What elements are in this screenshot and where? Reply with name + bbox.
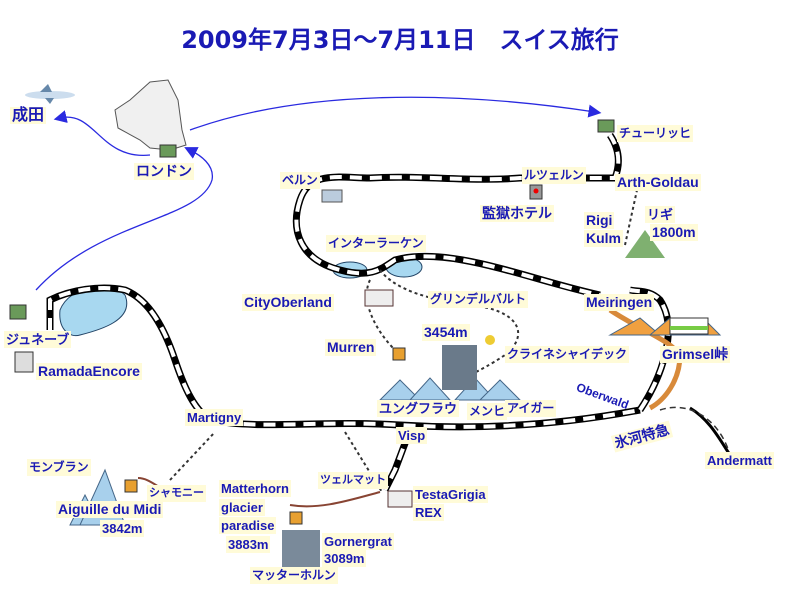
- church-icon: [321, 189, 343, 203]
- label-matterhorn: Matterhorn: [219, 480, 291, 497]
- label-monch: メンヒ: [467, 403, 508, 420]
- rigi-mountain-icon: [625, 230, 665, 258]
- label-paradise: paradise: [219, 517, 277, 534]
- label-bern: ベルン: [280, 172, 320, 189]
- label-meiringen: Meiringen: [584, 294, 655, 311]
- label-gornergrat: Gornergrat: [322, 533, 394, 550]
- label-rigi-jp: リギ: [645, 206, 676, 223]
- label-altitude-3842: 3842m: [100, 520, 145, 537]
- label-interlaken: インターラーケン: [326, 235, 426, 252]
- label-kulm: Kulm: [584, 230, 623, 247]
- label-martigny: Martigny: [185, 409, 244, 426]
- label-grindelwald: グリンデルバルト: [428, 291, 529, 308]
- label-eiger: アイガー: [505, 400, 557, 417]
- airport-icons: [9, 119, 615, 320]
- flight-routes: [35, 96, 602, 291]
- label-rex: REX: [413, 504, 444, 521]
- label-zermatt: ツェルマット: [318, 472, 388, 489]
- cable-car-icons: [124, 347, 406, 525]
- city-oberland-hotel-icon: [364, 289, 394, 307]
- label-glacier: glacier: [219, 499, 265, 516]
- label-luzern: ルツェルン: [522, 167, 586, 184]
- label-kleine-scheidegg: クライネシャイデック: [505, 346, 630, 363]
- label-arth-goldau: Arth-Goldau: [615, 174, 701, 191]
- label-altitude-3883: 3883m: [226, 536, 271, 553]
- bus-icon: [669, 317, 709, 335]
- label-narita: 成田: [10, 107, 47, 124]
- label-city-oberland: CityOberland: [242, 294, 334, 311]
- label-zurich: チューリッヒ: [617, 125, 694, 142]
- label-murren: Murren: [325, 339, 377, 356]
- page-title: 2009年7月3日～7月11日 スイス旅行: [181, 26, 619, 54]
- label-prison-hotel: 監獄ホテル: [480, 205, 554, 222]
- label-mont-blanc: モンブラン: [27, 459, 91, 476]
- label-matterhorn-jp: マッターホルン: [250, 567, 338, 584]
- label-altitude-3089: 3089m: [322, 550, 367, 567]
- label-andermatt: Andermatt: [705, 452, 775, 469]
- flower-icon: [485, 335, 495, 345]
- label-london: ロンドン: [134, 163, 194, 180]
- label-aiguille-du-midi: Aiguille du Midi: [56, 501, 164, 518]
- label-geneva: ジュネーブ: [4, 331, 72, 348]
- uk-map-icon: [114, 79, 187, 151]
- label-jungfrau: ユングフラウ: [377, 400, 460, 417]
- label-chamonix: シャモニー: [147, 485, 206, 502]
- matterhorn-photo: [282, 530, 320, 570]
- label-visp: Visp: [396, 427, 428, 444]
- hotel-building-icon: [14, 351, 34, 373]
- label-altitude-3454: 3454m: [422, 324, 470, 341]
- eiger-photo: [442, 345, 477, 390]
- airplane-icon: [25, 84, 75, 104]
- label-ramada-encore: RamadaEncore: [36, 363, 142, 380]
- testagrigia-hotel-icon: [387, 490, 413, 508]
- label-testagrigia: TestaGrigia: [413, 486, 488, 503]
- label-grimsel: Grimsel峠: [660, 346, 731, 363]
- label-rigi-altitude: 1800m: [650, 224, 698, 241]
- label-rigi: Rigi: [584, 212, 615, 229]
